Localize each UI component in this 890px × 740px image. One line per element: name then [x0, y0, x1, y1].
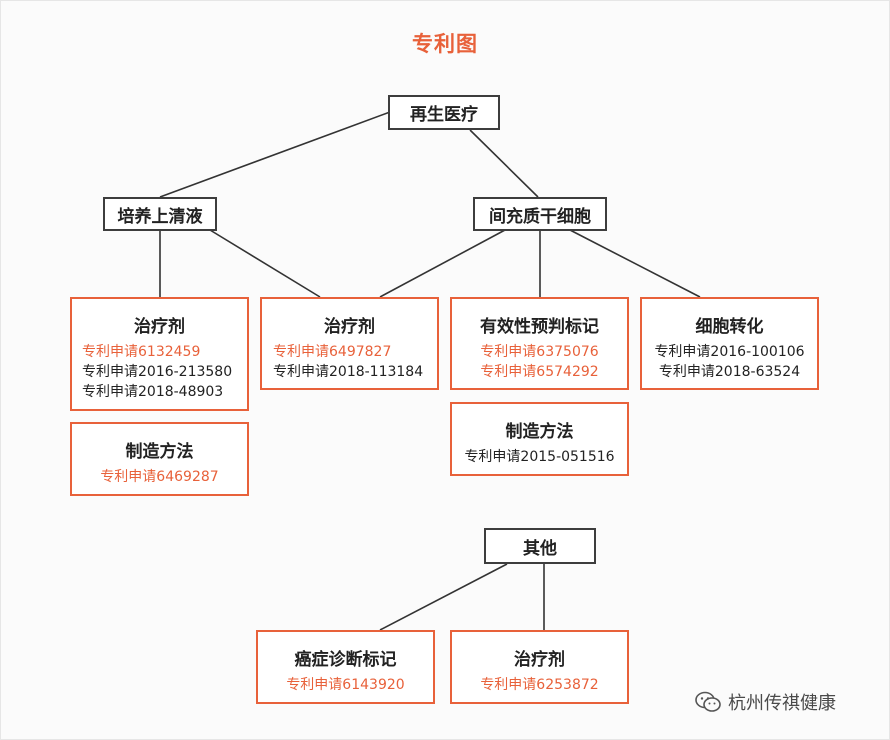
branch-node-culture-supernatant: 培养上清液 — [103, 197, 217, 231]
patent-number: 专利申请6497827 — [273, 344, 392, 360]
branch-node-other: 其他 — [484, 528, 596, 564]
watermark: 杭州传祺健康 — [694, 688, 836, 716]
patent-box-manufacturing-2: 制造方法 专利申请2015-051516 — [450, 402, 629, 476]
patent-number: 专利申请6574292 — [480, 364, 599, 380]
patent-number: 专利申请6253872 — [480, 677, 599, 693]
patent-box-cancer-marker: 癌症诊断标记 专利申请6143920 — [256, 630, 435, 704]
branch-node-msc: 间充质干细胞 — [473, 197, 607, 231]
box-heading: 制造方法 — [505, 422, 574, 442]
patent-box-therapeutic-3: 治疗剂 专利申请6253872 — [450, 630, 629, 704]
diagram-title: 专利图 — [412, 32, 478, 56]
patent-number: 专利申请6469287 — [100, 469, 219, 485]
patent-box-therapeutic-1: 治疗剂 专利申请6132459 专利申请2016-213580 专利申请2018… — [70, 297, 249, 411]
box-heading: 癌症诊断标记 — [294, 650, 397, 670]
patent-box-cell-transformation: 细胞转化 专利申请2016-100106 专利申请2018-63524 — [640, 297, 819, 390]
link-root-left — [159, 111, 391, 198]
patent-number: 专利申请2015-051516 — [464, 449, 615, 465]
wechat-icon — [695, 691, 721, 712]
patent-number: 专利申请6132459 — [82, 344, 201, 360]
watermark-text: 杭州传祺健康 — [728, 693, 836, 714]
link-root-right — [469, 129, 539, 198]
root-node: 再生医疗 — [388, 95, 500, 130]
patent-box-efficacy-marker: 有效性预判标记 专利申请6375076 专利申请6574292 — [450, 297, 629, 390]
link-right-b4 — [569, 229, 701, 298]
patent-number: 专利申请6375076 — [480, 344, 599, 360]
patent-box-therapeutic-2: 治疗剂 专利申请6497827 专利申请2018-113184 — [260, 297, 439, 390]
patent-box-manufacturing-1: 制造方法 专利申请6469287 — [70, 422, 249, 496]
link-other-b5 — [379, 563, 508, 631]
box-heading: 治疗剂 — [514, 650, 565, 670]
patent-number: 专利申请2018-113184 — [273, 364, 424, 380]
link-left-b2 — [209, 229, 321, 298]
box-heading: 制造方法 — [125, 442, 194, 462]
box-heading: 治疗剂 — [134, 317, 185, 337]
box-heading: 有效性预判标记 — [480, 317, 599, 337]
patent-number: 专利申请2016-213580 — [82, 364, 233, 380]
patent-number: 专利申请2016-100106 — [654, 344, 805, 360]
box-heading: 治疗剂 — [324, 317, 375, 337]
patent-number: 专利申请6143920 — [286, 677, 405, 693]
box-heading: 细胞转化 — [695, 317, 764, 337]
link-right-b2 — [379, 229, 506, 298]
patent-number: 专利申请2018-63524 — [658, 364, 801, 380]
patent-number: 专利申请2018-48903 — [82, 384, 224, 400]
